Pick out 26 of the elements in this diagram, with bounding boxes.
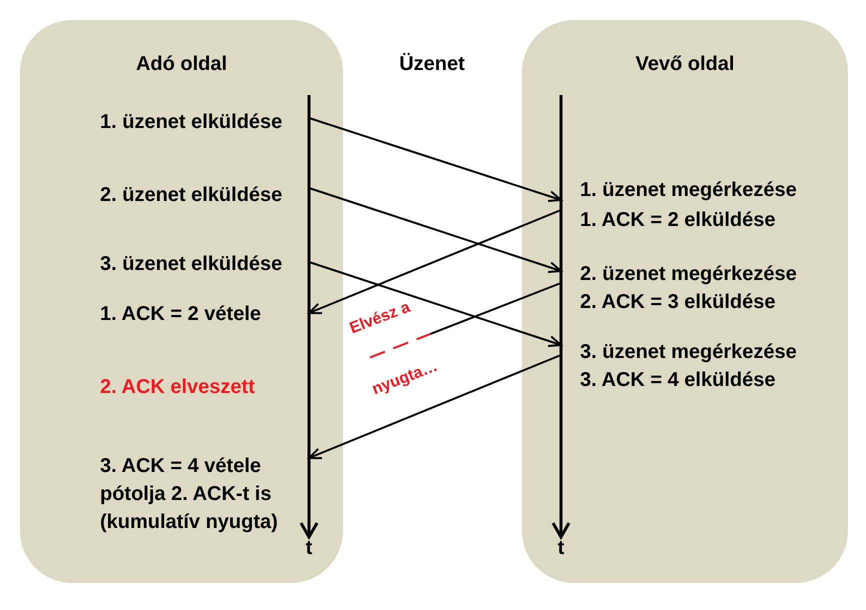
message-arrow bbox=[308, 261, 562, 347]
event-text: 1. üzenet elküldése bbox=[100, 110, 282, 134]
time-label: t bbox=[558, 536, 564, 560]
note-text: nyugta… bbox=[370, 356, 440, 400]
status-text: 2. ACK elveszett bbox=[100, 375, 255, 399]
event-text: 3. ACK = 4 elküldése bbox=[580, 368, 776, 393]
event-text: 3. üzenet megérkezése bbox=[580, 340, 797, 365]
event-text: 1. ACK = 2 elküldése bbox=[580, 208, 776, 233]
event-text: 1. üzenet megérkezése bbox=[580, 178, 797, 203]
column-heading: Üzenet bbox=[399, 52, 465, 76]
note-text: Elvész a bbox=[347, 298, 413, 338]
message-arrow bbox=[308, 187, 562, 273]
column-panel bbox=[20, 20, 343, 583]
panel-heading: Vevő oldal bbox=[636, 52, 734, 76]
event-text: 1. ACK = 2 vétele bbox=[100, 302, 262, 326]
event-text: 3. ACK = 4 vétele pótolja 2. ACK-t is (kumulatív nyugta) bbox=[100, 452, 292, 536]
event-text: 3. üzenet elküldése bbox=[100, 252, 282, 276]
time-label: t bbox=[306, 536, 312, 560]
panel-heading: Adó oldal bbox=[136, 52, 228, 76]
event-text: 2. üzenet elküldése bbox=[100, 183, 282, 207]
event-text: 2. üzenet megérkezése bbox=[580, 262, 797, 287]
event-text: 2. ACK = 3 elküldése bbox=[580, 290, 776, 315]
message-arrow bbox=[308, 117, 562, 202]
column-panel bbox=[522, 20, 848, 583]
message-arrow bbox=[308, 354, 562, 460]
message-arrow bbox=[308, 209, 562, 314]
